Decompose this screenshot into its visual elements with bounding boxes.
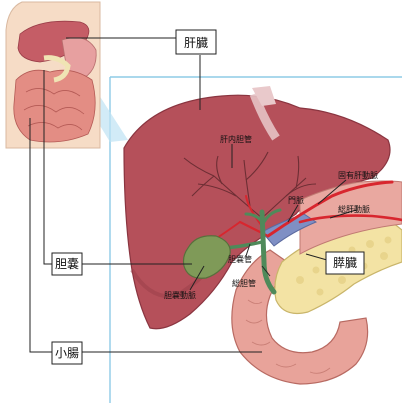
common-hepatic-artery-label: 総肝動脈 <box>338 204 370 214</box>
cystic-artery-label: 胆嚢動脈 <box>164 290 196 300</box>
proper-hepatic-artery-label: 固有肝動脈 <box>338 170 378 180</box>
gallbladder-label: 胆嚢 <box>55 256 79 271</box>
portal-vein-label: 門脈 <box>288 195 304 205</box>
small-intestine-label: 小腸 <box>55 346 79 360</box>
torso-thumbnail <box>6 2 100 148</box>
pancreas-label: 膵臓 <box>333 256 357 270</box>
intrahepatic-bile-duct-label: 肝内胆管 <box>220 134 252 144</box>
common-bile-duct-label: 総胆管 <box>232 278 256 288</box>
liver-label: 肝臓 <box>184 36 208 50</box>
cystic-duct-label: 胆嚢管 <box>228 254 252 264</box>
